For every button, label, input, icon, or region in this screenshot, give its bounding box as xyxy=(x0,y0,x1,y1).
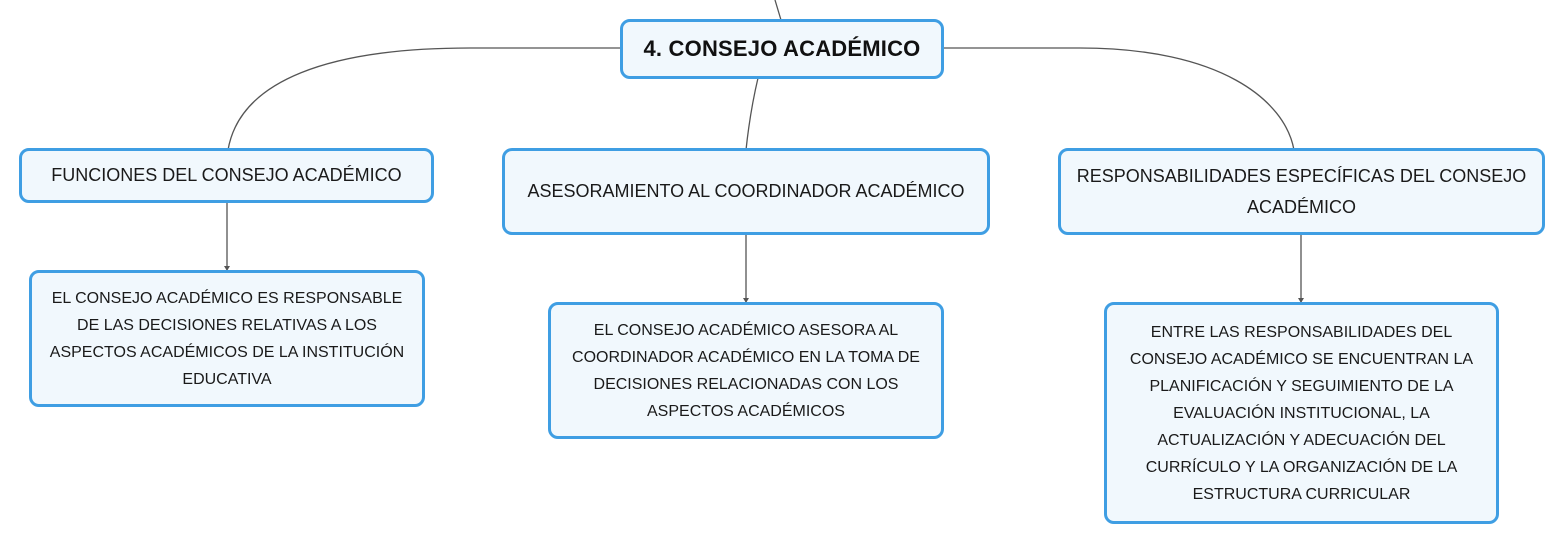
connector-branch-2-arrow xyxy=(743,298,749,303)
branch-node-funciones-label: FUNCIONES DEL CONSEJO ACADÉMICO xyxy=(51,165,402,185)
root-node[interactable]: 4. CONSEJO ACADÉMICO xyxy=(620,19,944,79)
connector-root-branch-3 xyxy=(941,47,1295,151)
detail-node-asesoramiento-text: EL CONSEJO ACADÉMICO ASESORA AL COORDINA… xyxy=(572,321,920,420)
detail-node-responsabilidades-text: ENTRE LAS RESPONSABILIDADES DEL CONSEJO … xyxy=(1129,323,1474,503)
branch-node-asesoramiento-label: ASESORAMIENTO AL COORDINADOR ACADÉMICO xyxy=(527,181,965,201)
branch-node-responsabilidades[interactable]: RESPONSABILIDADES ESPECÍFICAS DEL CONSEJ… xyxy=(1058,148,1545,235)
branch-node-funciones[interactable]: FUNCIONES DEL CONSEJO ACADÉMICO xyxy=(19,148,434,203)
connector-branch-3-arrow xyxy=(1298,298,1304,303)
branch-node-responsabilidades-label: RESPONSABILIDADES ESPECÍFICAS DEL CONSEJ… xyxy=(1076,165,1527,217)
detail-node-funciones[interactable]: EL CONSEJO ACADÉMICO ES RESPONSABLE DE L… xyxy=(29,270,425,407)
connector-root-branch-1 xyxy=(227,47,622,151)
root-node-label: 4. CONSEJO ACADÉMICO xyxy=(643,36,921,61)
detail-node-responsabilidades[interactable]: ENTRE LAS RESPONSABILIDADES DEL CONSEJO … xyxy=(1104,302,1499,524)
connector-branch-1-arrow xyxy=(224,266,230,271)
connector-root-branch-2 xyxy=(745,77,759,151)
detail-node-asesoramiento[interactable]: EL CONSEJO ACADÉMICO ASESORA AL COORDINA… xyxy=(548,302,944,439)
branch-node-asesoramiento[interactable]: ASESORAMIENTO AL COORDINADOR ACADÉMICO xyxy=(502,148,990,235)
connector-root-parent xyxy=(774,0,782,21)
detail-node-funciones-text: EL CONSEJO ACADÉMICO ES RESPONSABLE DE L… xyxy=(49,289,405,388)
